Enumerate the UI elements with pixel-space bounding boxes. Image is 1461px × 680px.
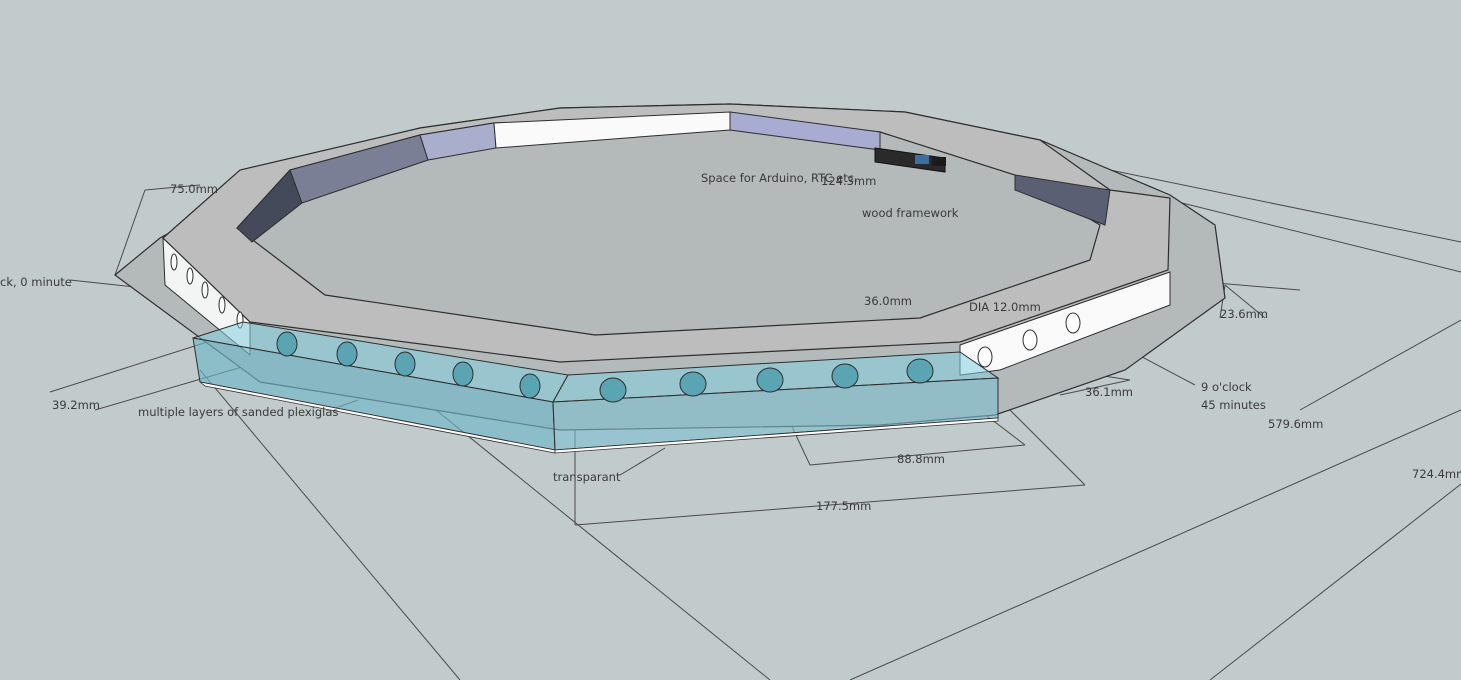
label-dia: DIA 12.0mm <box>969 300 1041 314</box>
left-led-holes <box>170 253 244 329</box>
plexiglass-led-dots <box>276 331 934 403</box>
label-plexiglas: multiple layers of sanded plexiglas <box>138 405 338 419</box>
annotation-labels: Space for Arduino, RTC etc. wood framewo… <box>0 171 1266 484</box>
right-led-holes <box>977 312 1081 368</box>
label-0-minute: ck, 0 minute <box>0 275 72 289</box>
dim-23-6: 23.6mm <box>1220 307 1268 321</box>
dim-36: 36.0mm <box>864 294 912 308</box>
label-wood-framework: wood framework <box>862 206 959 220</box>
dim-177-5: 177.5mm <box>816 499 871 513</box>
label-transparent: transparant <box>553 470 621 484</box>
dim-39-2: 39.2mm <box>52 398 100 412</box>
dimension-labels: 75.0mm 124.3mm 36.0mm 23.6mm 39.2mm 36.1… <box>52 174 1461 513</box>
dim-124: 124.3mm <box>821 174 876 188</box>
label-arduino: Space for Arduino, RTC etc. <box>701 171 858 185</box>
arduino-board <box>874 147 946 173</box>
dim-75: 75.0mm <box>170 182 218 196</box>
dim-579-6: 579.6mm <box>1268 417 1323 431</box>
inner-wall-right <box>1014 174 1111 226</box>
dim-88-8: 88.8mm <box>897 452 945 466</box>
label-45-minutes: 45 minutes <box>1201 398 1266 412</box>
dim-36-1: 36.1mm <box>1085 385 1133 399</box>
dim-724-4: 724.4mm <box>1412 467 1461 481</box>
label-9-oclock: 9 o'clock <box>1201 380 1252 394</box>
